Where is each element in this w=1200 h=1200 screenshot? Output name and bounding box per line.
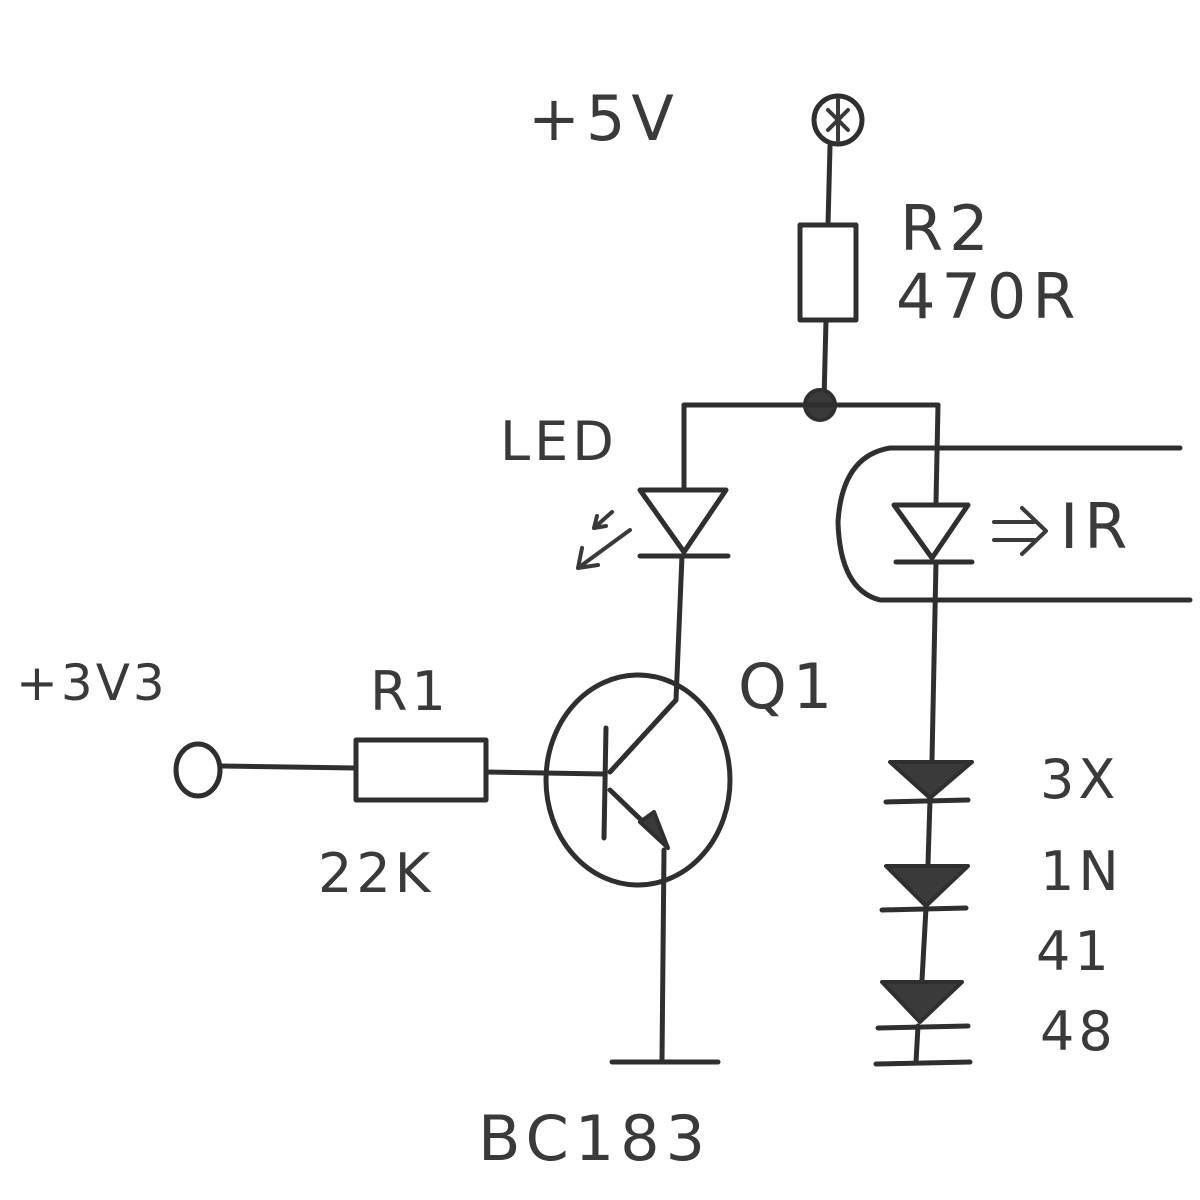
wire-5v-to-r2 [825, 143, 833, 228]
wire-emitter-to-ground [659, 847, 667, 1063]
label-r1-value: 22K [318, 842, 434, 905]
diode-chain-ground [873, 1059, 973, 1067]
plus-3v3-terminal [173, 741, 223, 799]
wire-r1-to-base [483, 769, 607, 777]
diode-1 [883, 760, 974, 805]
wire-ir-to-diodes [929, 559, 939, 763]
label-r1-name: R1 [370, 660, 450, 723]
label-q1: Q1 [738, 650, 838, 723]
label-diode-part-3: 48 [1040, 1000, 1117, 1063]
diode-2 [879, 864, 970, 913]
led-diode [637, 487, 731, 559]
label-transistor-part: BC183 [478, 1102, 711, 1175]
q1-transistor [543, 672, 733, 888]
r2-resistor [797, 222, 859, 323]
label-diode-part-1: 1N [1040, 840, 1123, 903]
label-diode-count: 3X [1040, 748, 1119, 811]
label-r2-name: R2 [900, 192, 995, 265]
label-diode-part-2: 41 [1036, 920, 1113, 983]
r1-resistor [353, 737, 489, 803]
wire-r2-to-junction [821, 317, 829, 403]
label-ir: IR [1060, 490, 1133, 563]
label-plus-5v: +5V [528, 82, 680, 155]
wire-terminal-to-r1 [219, 763, 359, 771]
label-plus-3v3: +3V3 [16, 654, 168, 712]
diode-chain [873, 760, 974, 1067]
led-emission-arrows-icon [576, 510, 632, 570]
wire-led-to-collector [673, 553, 685, 703]
diode-3 [875, 980, 971, 1031]
wire-bus-to-ir-led [933, 402, 941, 505]
plus-5v-terminal [811, 93, 865, 147]
ir-module-outline [835, 445, 1193, 603]
label-r2-value: 470R [896, 260, 1081, 333]
ir-led-diode [891, 502, 975, 565]
label-led: LED [500, 410, 618, 473]
ir-emission-arrow-icon [992, 506, 1048, 556]
